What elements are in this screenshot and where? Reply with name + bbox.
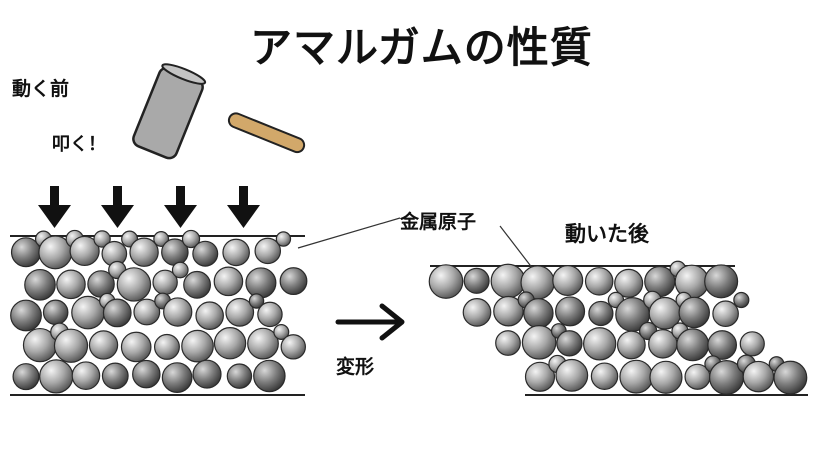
metal-atom (524, 361, 556, 392)
metal-atom (712, 300, 739, 328)
metal-atom (253, 359, 286, 393)
metal-atom (521, 325, 557, 360)
metal-atom (225, 297, 255, 327)
metal-atom (101, 362, 129, 390)
metal-atom (588, 300, 614, 327)
leader-line (297, 217, 401, 249)
metal-atom (42, 299, 69, 326)
metal-atom (254, 237, 282, 265)
metal-atom (678, 296, 710, 329)
hammer-icon (132, 63, 306, 160)
metal-atom (247, 327, 279, 360)
metal-atom (773, 360, 808, 395)
metal-atom (192, 240, 219, 267)
metal-atom (181, 329, 214, 363)
atoms-after (428, 260, 808, 395)
metal-atom (10, 299, 42, 332)
metal-atom (171, 261, 189, 279)
metal-atom (493, 295, 524, 327)
metal-atom (463, 267, 490, 294)
metal-atom (552, 265, 584, 297)
metal-atom (192, 359, 222, 389)
metal-atom (56, 269, 86, 300)
metal-atom (279, 267, 308, 296)
metal-atom (619, 359, 654, 394)
metal-atom (582, 327, 617, 361)
metal-atom (245, 267, 277, 299)
metal-atom (257, 301, 283, 328)
metal-atom (428, 264, 464, 299)
metal-atom (273, 323, 290, 341)
metal-atom (93, 230, 111, 248)
metal-atom (248, 293, 265, 309)
metal-atom (213, 326, 247, 360)
metal-atom (280, 334, 306, 360)
metal-atom (12, 363, 40, 391)
metal-atom (649, 360, 683, 394)
metal-atom (462, 298, 492, 327)
page-title: アマルガムの性質 (250, 23, 593, 72)
label-after-motion: 動いた後 (565, 222, 649, 246)
metal-atom (133, 298, 161, 326)
metal-atom (733, 291, 750, 309)
metal-atom (161, 362, 193, 393)
metal-atom (24, 268, 56, 301)
metal-atom (275, 231, 292, 247)
metal-atom (181, 229, 201, 249)
label-before-motion: 動く前 (12, 78, 70, 100)
metal-atom (39, 359, 74, 394)
metal-atom (213, 266, 244, 297)
metal-atom (704, 264, 739, 299)
down-arrow-icon (101, 186, 134, 228)
metal-atom (53, 328, 89, 363)
metal-atom (495, 330, 521, 356)
metal-atom (707, 330, 738, 360)
metal-atom (129, 237, 159, 267)
metal-atom (132, 359, 161, 389)
metal-atom (555, 358, 589, 392)
metal-atom (71, 361, 101, 390)
metal-atom (490, 263, 526, 299)
label-metal-atoms: 金属原子 (400, 211, 477, 233)
metal-atom (523, 298, 554, 329)
metal-atom (616, 330, 646, 360)
metal-atom (153, 231, 170, 247)
metal-atom (183, 270, 212, 299)
down-arrow-icon (38, 186, 71, 228)
label-hit: 叩く！ (52, 134, 106, 155)
metal-atom (195, 301, 224, 331)
metal-atom (226, 363, 253, 389)
label-deformation: 変形 (336, 356, 375, 378)
metal-atom (739, 331, 765, 357)
metal-atom (556, 330, 583, 357)
metal-atom (120, 331, 152, 363)
down-arrow-icon (227, 186, 260, 228)
metal-atom (584, 267, 614, 296)
metal-atom (222, 238, 250, 267)
metal-atom (116, 267, 152, 302)
right-arrow-icon (335, 303, 405, 341)
metal-atom (69, 235, 100, 267)
metal-atom (163, 297, 193, 327)
metal-atom (614, 268, 644, 298)
metal-atom (676, 328, 710, 362)
atoms-before (10, 229, 308, 394)
metal-atom (555, 296, 586, 327)
down-arrow-icon (164, 186, 197, 228)
metal-atom (153, 333, 180, 360)
metal-atom (590, 362, 619, 390)
metal-atom (102, 298, 132, 328)
metal-atom (88, 330, 119, 360)
